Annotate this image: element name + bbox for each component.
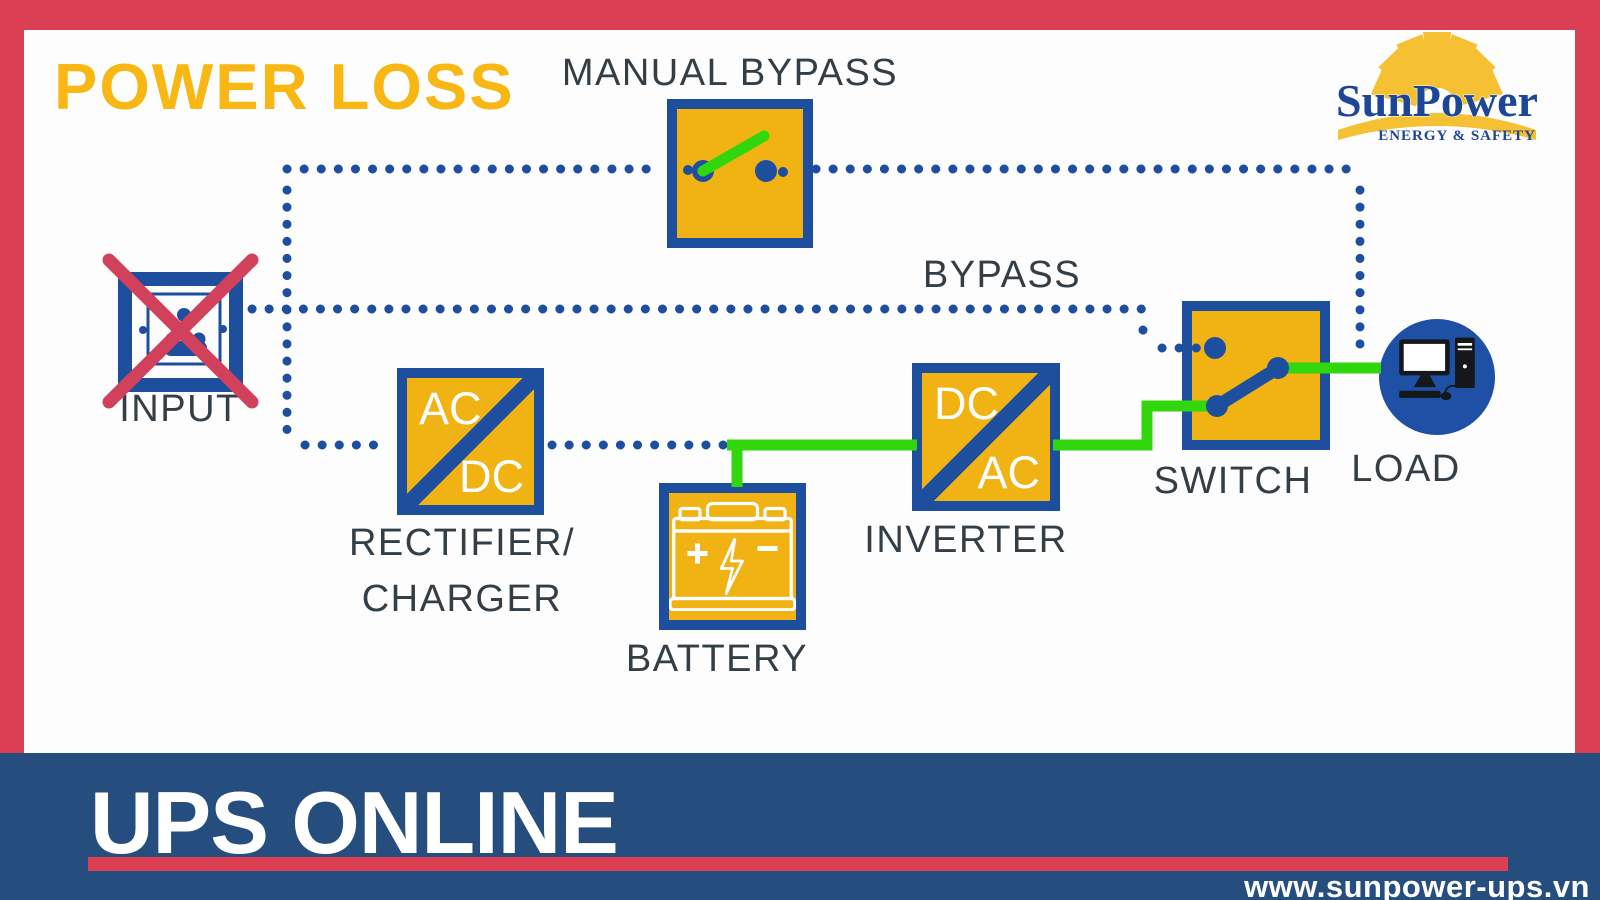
frame-left-bar <box>0 30 24 753</box>
manual-bypass-label: MANUAL BYPASS <box>561 52 899 94</box>
inverter-ac-text: AC <box>977 447 1040 498</box>
footer-banner: UPS ONLINE www.sunpower-ups.vn <box>0 753 1600 900</box>
battery-icon <box>669 501 796 611</box>
sun-rays-icon <box>1338 32 1536 140</box>
page-title: POWER LOSS <box>54 50 515 123</box>
rectifier-box: AC DC <box>397 368 544 515</box>
banner-underline <box>88 857 1508 871</box>
rectifier-label-line1: RECTIFIER/ <box>348 522 576 564</box>
rectifier-dc-text: DC <box>459 451 524 502</box>
red-cross-icon <box>102 253 259 409</box>
battery-box <box>659 483 806 630</box>
load-circle <box>1379 319 1495 435</box>
rectifier-label-line2: CHARGER <box>361 578 563 620</box>
computer-icon <box>1399 337 1475 401</box>
website-url: www.sunpower-ups.vn <box>1244 869 1590 900</box>
banner-title: UPS ONLINE <box>90 773 619 872</box>
inverter-label: INVERTER <box>864 519 1068 561</box>
frame-top-bar <box>0 0 1600 30</box>
switch-label: SWITCH <box>1153 460 1313 502</box>
load-label: LOAD <box>1351 448 1461 490</box>
logo-brand-text: SunPower <box>1336 75 1538 126</box>
power-socket-icon <box>118 272 243 392</box>
rectifier-ac-text: AC <box>419 383 482 434</box>
switch-box <box>1182 301 1330 450</box>
input-label: INPUT <box>119 388 241 430</box>
inverter-dc-text: DC <box>934 378 999 429</box>
manual-bypass-box <box>667 99 813 248</box>
inverter-box: DC AC <box>912 363 1060 511</box>
bypass-label: BYPASS <box>922 254 1082 296</box>
frame-right-bar <box>1575 30 1600 753</box>
sunpower-logo: SunPower ENERGY & SAFETY <box>1336 32 1538 144</box>
battery-label: BATTERY <box>625 638 809 680</box>
logo-tagline-text: ENERGY & SAFETY <box>1378 128 1536 144</box>
